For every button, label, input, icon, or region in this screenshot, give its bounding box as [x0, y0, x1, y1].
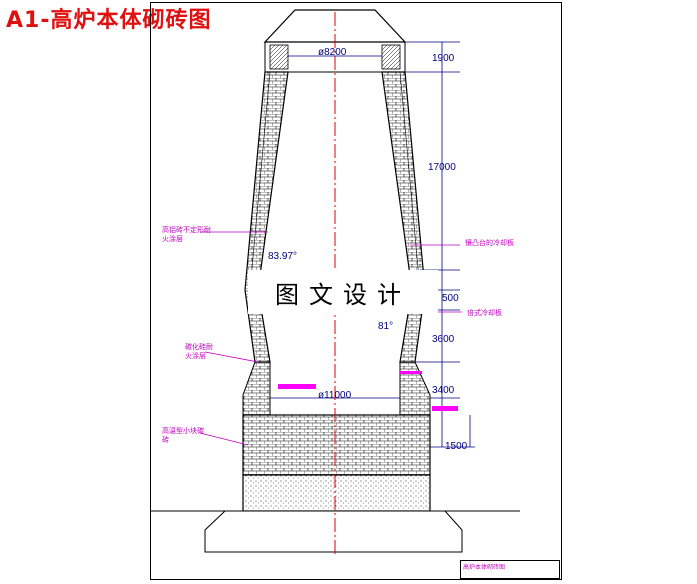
dim-1500: 1500 [445, 441, 468, 452]
note-right-1: 镶凸台的冷却板 [465, 238, 514, 247]
note-left-3-line2: 砖 [162, 435, 169, 444]
dim-1900: 1900 [432, 53, 455, 64]
right-shaft-wall [381, 71, 426, 363]
note-left-1-line1: 高铝砖不定形耐 [162, 225, 211, 234]
dim-3600: 3600 [432, 334, 455, 345]
note-left-2-line1: 碳化硅耐 [185, 342, 213, 351]
note-left-2-line2: 火涂层 [185, 351, 206, 360]
dim-17000: 17000 [428, 162, 456, 173]
title-block: 高炉本体砌砖图 [460, 560, 560, 579]
title-block-name: 高炉本体砌砖图 [463, 564, 506, 571]
dimension-lines [288, 41, 475, 448]
dim-bosh-diameter: ø11000 [318, 390, 352, 401]
angle-bosh: 81° [378, 321, 393, 332]
cooling-markers [278, 371, 458, 411]
drawing-title: A1-高炉本体砌砖图 [6, 8, 212, 33]
note-left-1-line2: 火涂层 [162, 234, 183, 243]
angle-shaft: 83.97° [268, 251, 297, 262]
dim-3400: 3400 [432, 385, 455, 396]
note-right-2: 倍式冷却板 [467, 308, 502, 317]
left-shaft-wall [244, 71, 289, 363]
drawing-frame [150, 2, 562, 580]
note-left-3-line1: 高温型小块碳 [162, 426, 204, 435]
hearth [150, 361, 520, 553]
watermark: 图文设计 [248, 270, 438, 314]
dim-top-diameter: ø8200 [318, 47, 347, 58]
dim-500: 500 [442, 293, 459, 304]
